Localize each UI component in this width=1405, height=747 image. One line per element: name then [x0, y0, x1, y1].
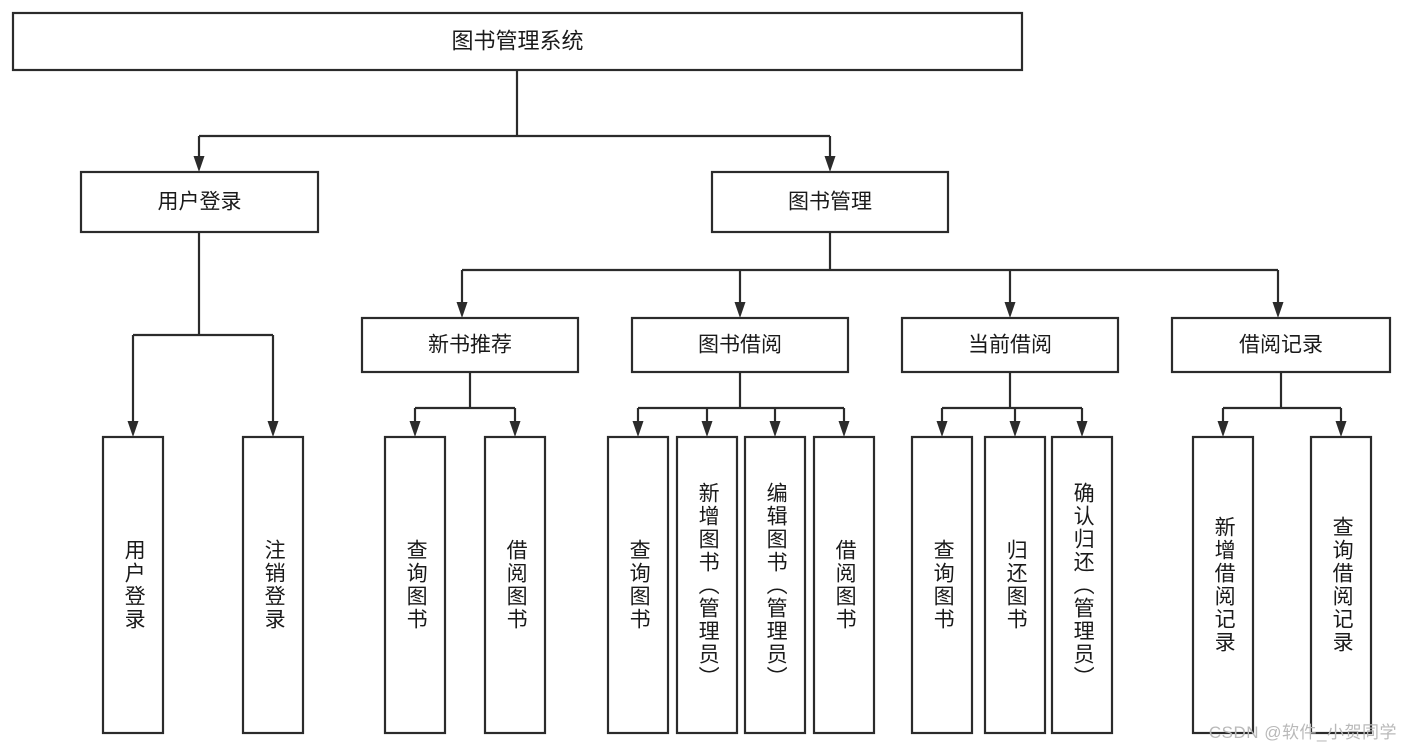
- arrow-head-icon: [936, 421, 948, 437]
- arrow-head-icon: [1335, 421, 1347, 437]
- arrow-head-icon: [409, 421, 421, 437]
- node-root[interactable]: 图书管理系统: [11, 11, 1024, 72]
- node-leaf-borrow-book-1[interactable]: [483, 435, 547, 735]
- node-label: 图书管理系统: [451, 28, 583, 53]
- node-box[interactable]: [383, 435, 447, 735]
- node-box[interactable]: [101, 435, 165, 735]
- connector-root-bus: [193, 70, 836, 172]
- node-borrow-record[interactable]: 借阅记录: [1170, 316, 1392, 374]
- node-box[interactable]: [606, 435, 670, 735]
- node-leaf-query-record[interactable]: [1309, 435, 1373, 735]
- arrow-head-icon: [267, 421, 279, 437]
- arrow-head-icon: [824, 156, 836, 172]
- connector-borrow-record-bus: [1217, 372, 1347, 437]
- node-label: 新书推荐: [428, 334, 512, 357]
- arrow-head-icon: [701, 421, 713, 437]
- node-box[interactable]: [360, 316, 580, 374]
- arrow-head-icon: [193, 156, 205, 172]
- node-current-borrow[interactable]: 当前借阅: [900, 316, 1120, 374]
- node-box[interactable]: [11, 11, 1024, 72]
- node-book-manage[interactable]: 图书管理: [710, 170, 950, 234]
- connector-user-login-bus: [127, 232, 279, 437]
- watermark-text: CSDN @软件_小贺同学: [1208, 723, 1397, 742]
- node-box[interactable]: [743, 435, 807, 735]
- node-leaf-logout-login[interactable]: [241, 435, 305, 735]
- node-box[interactable]: [79, 170, 320, 234]
- arrow-head-icon: [1076, 421, 1088, 437]
- connector-layer: [127, 70, 1347, 437]
- node-box[interactable]: [710, 170, 950, 234]
- connector-new-book-bus: [409, 372, 521, 437]
- node-label: 图书借阅: [698, 334, 782, 357]
- node-leaf-query-book-2[interactable]: [606, 435, 670, 735]
- node-new-book-recommend[interactable]: 新书推荐: [360, 316, 580, 374]
- node-box[interactable]: [900, 316, 1120, 374]
- node-box[interactable]: [483, 435, 547, 735]
- arrow-head-icon: [1004, 302, 1016, 318]
- node-leaf-edit-book[interactable]: [743, 435, 807, 735]
- node-box[interactable]: [1170, 316, 1392, 374]
- node-box[interactable]: [1191, 435, 1255, 735]
- node-leaf-user-login[interactable]: [101, 435, 165, 735]
- arrow-head-icon: [127, 421, 139, 437]
- node-box[interactable]: [812, 435, 876, 735]
- arrow-head-icon: [509, 421, 521, 437]
- arrow-head-icon: [1217, 421, 1229, 437]
- node-leaf-query-book-1[interactable]: [383, 435, 447, 735]
- connector-book-borrow-bus: [632, 372, 850, 437]
- node-box[interactable]: [1309, 435, 1373, 735]
- node-leaf-borrow-book-2[interactable]: [812, 435, 876, 735]
- node-box[interactable]: [675, 435, 739, 735]
- connector-book-manage-bus: [456, 232, 1284, 318]
- arrow-head-icon: [632, 421, 644, 437]
- node-box[interactable]: [630, 316, 850, 374]
- arrow-head-icon: [838, 421, 850, 437]
- arrow-head-icon: [1272, 302, 1284, 318]
- arrow-head-icon: [1009, 421, 1021, 437]
- node-label: 用户登录: [158, 191, 242, 214]
- node-label: 借阅记录: [1239, 334, 1323, 357]
- node-box[interactable]: [910, 435, 974, 735]
- node-label: 图书管理: [788, 191, 872, 214]
- connector-current-borrow-bus: [936, 372, 1088, 437]
- arrow-head-icon: [456, 302, 468, 318]
- node-leaf-add-record[interactable]: [1191, 435, 1255, 735]
- node-box[interactable]: [983, 435, 1047, 735]
- node-leaf-confirm-return[interactable]: [1050, 435, 1114, 735]
- node-user-login[interactable]: 用户登录: [79, 170, 320, 234]
- arrow-head-icon: [734, 302, 746, 318]
- node-book-borrow[interactable]: 图书借阅: [630, 316, 850, 374]
- node-leaf-return-book[interactable]: [983, 435, 1047, 735]
- node-box[interactable]: [241, 435, 305, 735]
- node-leaf-query-book-3[interactable]: [910, 435, 974, 735]
- arrow-head-icon: [769, 421, 781, 437]
- node-leaf-add-book[interactable]: [675, 435, 739, 735]
- node-box[interactable]: [1050, 435, 1114, 735]
- node-label: 当前借阅: [968, 334, 1052, 357]
